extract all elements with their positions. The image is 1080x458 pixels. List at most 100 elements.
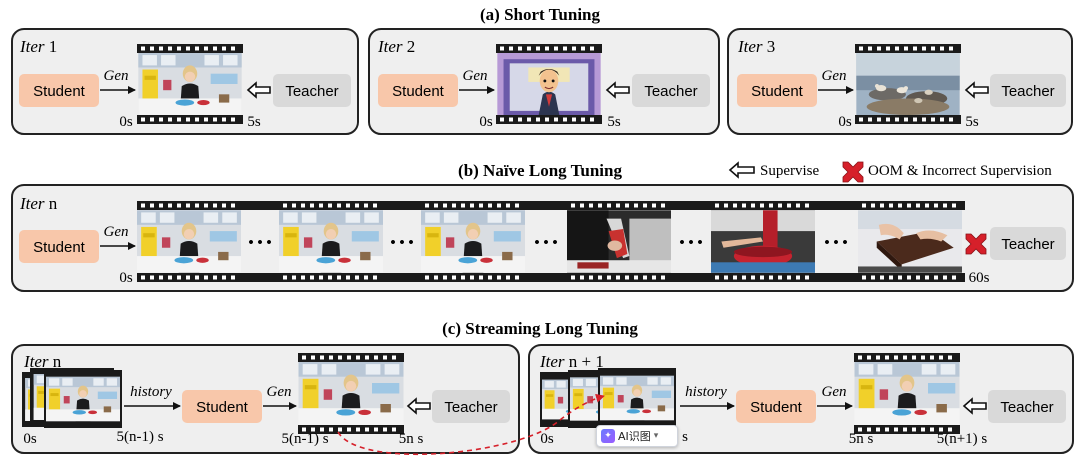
student-box [182,390,262,423]
ellipsis: • • • [390,235,413,251]
student-box [736,390,816,423]
iter-number: n + 1 [569,352,604,371]
history-stack [22,368,122,428]
student-box [378,74,458,107]
supervise-arrow [246,81,271,99]
time-start: 5(n-1) s [281,431,328,447]
chevron-down-icon[interactable]: ▾ [653,431,659,441]
legend: Supervise OOM & Incorrect Supervision [728,161,1052,183]
video-frame [567,210,671,273]
film-strip [496,44,602,124]
svg-text:Iter n: Iter n [19,194,58,213]
history-label: history [685,384,727,400]
gen-label: Gen [463,68,488,84]
time-history-end: s [682,429,688,445]
svg-text:Iter 2: Iter 2 [377,37,415,56]
teacher-box [273,74,351,107]
film-perforations [141,203,956,280]
film-strip [854,353,960,434]
iter-number: 2 [407,37,416,56]
time-start: 0s [23,431,37,447]
time-end: 5(n+1) s [937,431,988,447]
section-title-a: (a) Short Tuning [480,5,600,24]
iter-number: 1 [49,37,58,56]
time-end: 60s [969,270,990,286]
section-title-c: (c) Streaming Long Tuning [442,319,638,338]
teacher-label: Teacher [285,83,338,100]
svg-text:Iter n: Iter n [23,352,62,371]
oom-x-icon [965,233,987,255]
teacher-box [990,74,1066,107]
ellipsis: • • • [248,235,271,251]
student-label: Student [392,83,445,100]
teacher-box [988,390,1066,423]
iter-label: Iter [23,352,49,371]
student-label: Student [750,399,803,416]
ellipsis: • • • [679,235,702,251]
ellipsis: • • • [534,235,557,251]
iter-number: n [49,194,58,213]
student-box [737,74,817,107]
section-title-b: (b) Naïve Long Tuning [458,161,622,180]
panel-a-2: Iter 2 Student Gen 0s 5s Teacher [368,28,720,135]
teacher-label: Teacher [1001,236,1054,253]
streaming-connector [337,393,605,456]
film-strip [855,44,961,124]
ai-recognize-label: AI识图 [618,430,651,443]
svg-text:Iter n + 1: Iter n + 1 [539,352,604,371]
supervise-arrow [962,397,987,415]
supervise-arrow-icon [728,161,755,179]
time-start: 0s [119,114,133,130]
video-frame [496,53,602,115]
iter-number: 3 [767,37,776,56]
teacher-box [432,390,510,423]
panel-a-1: Iter 1 Student Gen 0s 5s Teacher [11,28,359,135]
panel-b: Iter n Student Gen • • • • • • [11,184,1074,292]
teacher-label: Teacher [1001,83,1054,100]
film-strip-top [137,201,965,210]
time-history-end: 5(n-1) s [116,429,163,445]
legend-oom: OOM & Incorrect Supervision [868,163,1052,179]
supervise-arrow [406,397,431,415]
time-start: 0s [119,270,133,286]
teacher-box [990,227,1066,260]
time-start: 0s [540,431,554,447]
time-end: 5n s [399,431,424,447]
legend-supervise: Supervise [760,163,820,179]
svg-text:Iter 3: Iter 3 [737,37,775,56]
gen-label: Gen [267,384,292,400]
supervise-arrow [964,81,989,99]
panel-a-3: Iter 3 Student Gen 0s 5s Teacher [727,28,1073,135]
sparkle-icon: ✦ [601,429,615,443]
student-box [19,74,99,107]
teacher-label: Teacher [1000,399,1053,416]
video-frame [137,210,241,273]
student-box [19,230,99,263]
video-frame [711,210,815,273]
time-start: 5n s [849,431,874,447]
iter-label: Iter [19,37,45,56]
panel-c-1: Iter n 0s 5(n-1) s history Student Gen 5… [11,344,520,454]
student-label: Student [33,239,86,256]
video-frame [854,362,960,425]
gen-label: Gen [104,68,129,84]
ai-recognize-toolbar[interactable]: ✦ AI识图 ▾ [596,425,678,447]
teacher-box [632,74,710,107]
teacher-label: Teacher [644,83,697,100]
student-label: Student [196,399,249,416]
svg-text:Iter 1: Iter 1 [19,37,57,56]
video-frame [421,210,525,273]
ellipsis: • • • [824,235,847,251]
student-label: Student [751,83,804,100]
student-label: Student [33,83,86,100]
time-start: 0s [479,114,493,130]
video-frame [138,53,242,115]
time-start: 0s [838,114,852,130]
video-frame [298,362,404,425]
oom-x-icon [842,161,864,183]
video-frame [279,210,383,273]
iter-label: Iter [737,37,763,56]
history-label: history [130,384,172,400]
film-strip-bottom [137,273,965,282]
